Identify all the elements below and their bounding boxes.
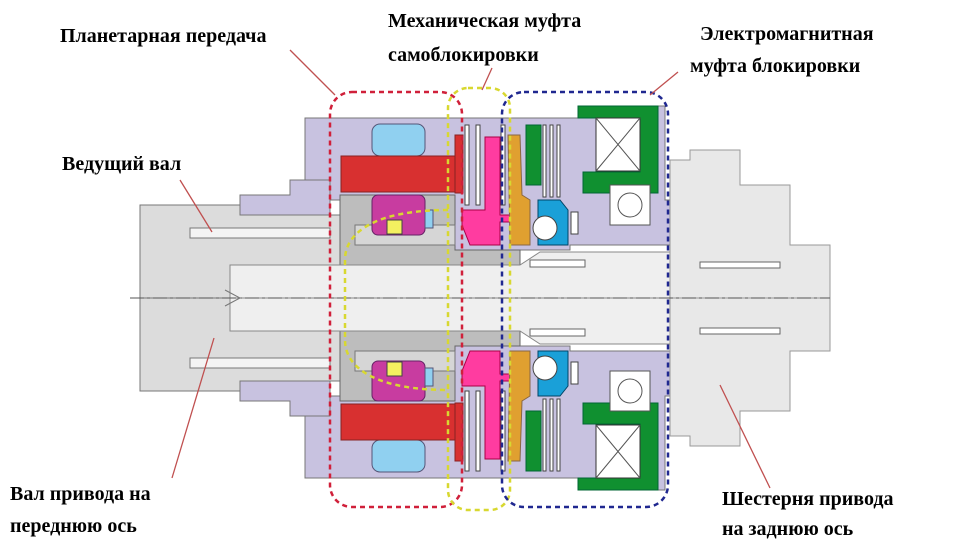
shaft-tip (224, 289, 242, 307)
label-mechanical-clutch-line1: Механическая муфта (388, 10, 582, 32)
label-front-shaft-line2: переднюю ось (10, 515, 137, 537)
mech-clutch-outline-extension (343, 208, 449, 392)
leader-lines (171, 49, 771, 489)
label-mechanical-clutch-line2: самоблокировки (388, 44, 539, 66)
upper-half (139, 105, 831, 299)
mech-clutch-outline (446, 86, 512, 512)
em-clutch-outline (500, 90, 670, 509)
label-rear-gear-line1: Шестерня привода (722, 488, 894, 510)
label-rear-gear-line2: на заднюю ось (722, 518, 854, 540)
lower-half (139, 297, 831, 491)
label-front-shaft-line1: Вал привода на (10, 483, 151, 505)
planetary-outline (328, 90, 464, 509)
label-drive-shaft: Ведущий вал (62, 153, 182, 175)
label-em-clutch-line2: муфта блокировки (690, 55, 861, 77)
label-planetary-gear: Планетарная передача (60, 25, 267, 47)
label-em-clutch-line1: Электромагнитная (700, 23, 874, 45)
